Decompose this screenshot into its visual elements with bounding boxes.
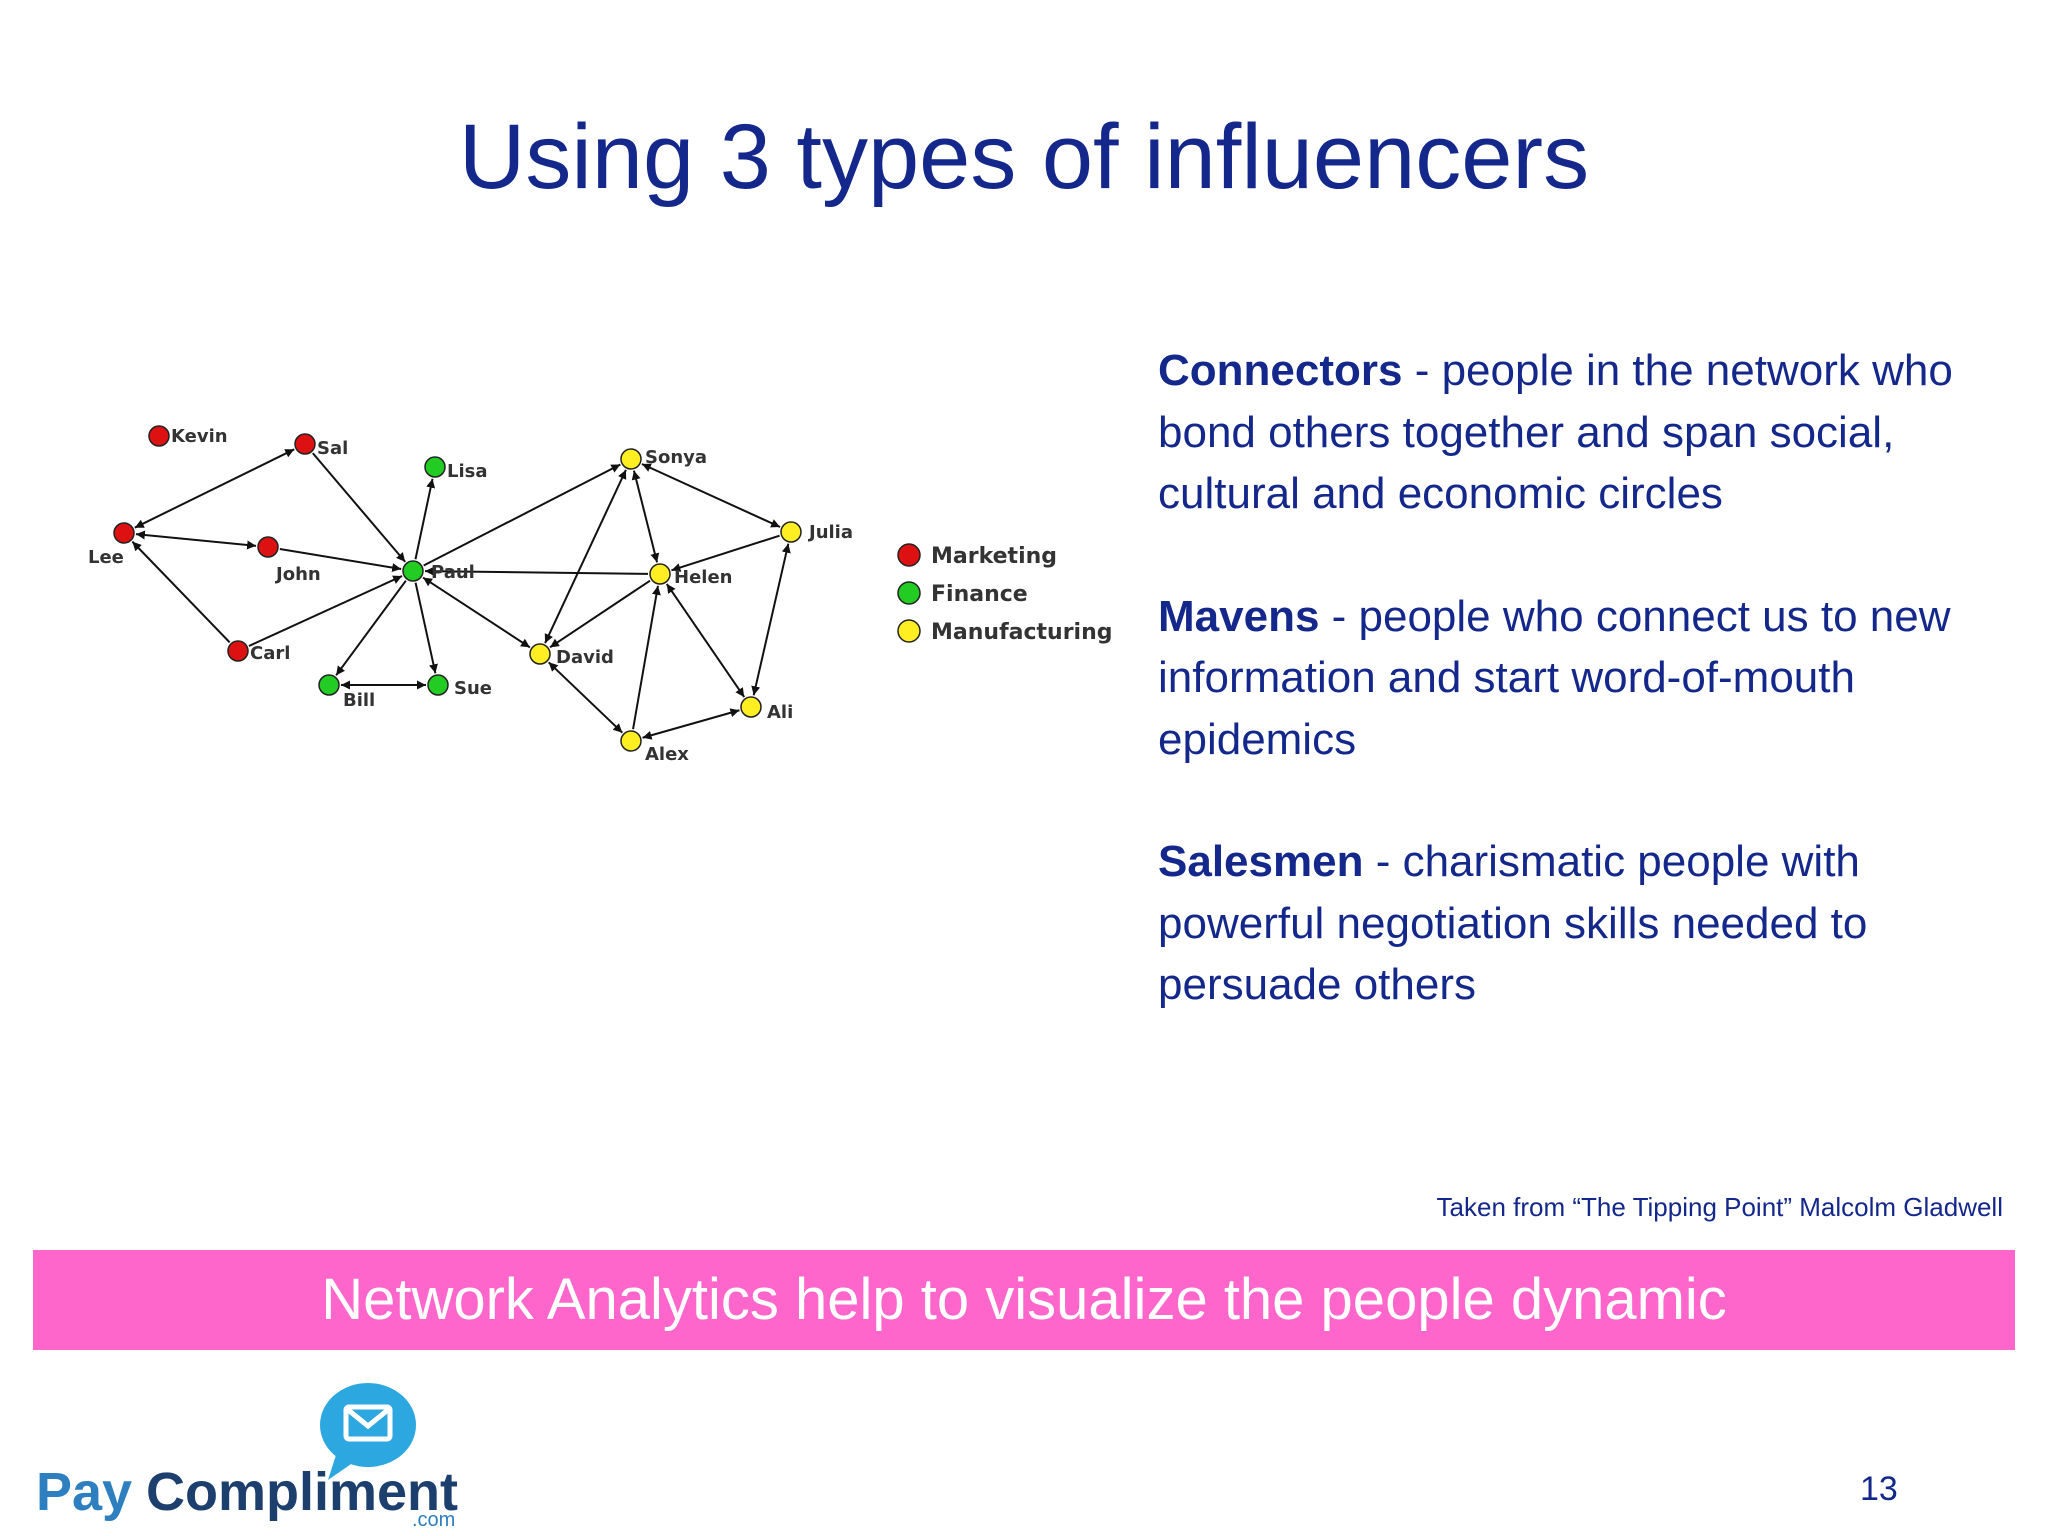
node-sal <box>294 433 316 455</box>
logo-compliment-text: Compliment <box>146 1462 458 1522</box>
node-label-helen: Helen <box>674 567 732 588</box>
slide-title: Using 3 types of influencers <box>458 106 1590 208</box>
connectors-term: Connectors <box>1158 346 1403 395</box>
salesmen-paragraph: Salesmen - charismatic people with power… <box>1158 831 1978 1016</box>
node-label-lee: Lee <box>88 547 124 568</box>
edge-lee-john <box>135 530 257 550</box>
edge-julia-ali <box>751 543 791 696</box>
paycompliment-logo: Pay Compliment .com <box>36 1383 458 1530</box>
edge-paul-lisa <box>414 478 436 560</box>
influencer-types: Connectors - people in the network who b… <box>1158 340 1978 1077</box>
node-carl <box>227 640 249 662</box>
edge-carl-paul <box>248 575 403 647</box>
edges-layer <box>131 448 791 740</box>
legend-swatch-marketing <box>897 543 921 567</box>
edge-lee-sal <box>134 448 295 529</box>
salesmen-description: - charismatic people with powerful negot… <box>1158 837 1868 1009</box>
node-label-paul: Paul <box>431 562 475 583</box>
node-label-bill: Bill <box>343 690 375 711</box>
node-label-carl: Carl <box>250 643 290 664</box>
node-david <box>529 643 551 665</box>
legend-label-manufacturing: Manufacturing <box>931 620 1113 645</box>
banner: Network Analytics help to visualize the … <box>33 1250 2015 1350</box>
node-paul <box>402 560 424 582</box>
page-number: 13 <box>1860 1470 1898 1508</box>
edge-helen-ali <box>665 583 746 698</box>
node-julia <box>780 521 802 543</box>
logo-pay-text: Pay <box>36 1462 132 1522</box>
edge-john-paul <box>279 547 402 573</box>
edge-julia-helen <box>671 534 780 572</box>
legend-label-finance: Finance <box>931 582 1028 607</box>
edge-david-paul <box>422 576 531 649</box>
node-label-lisa: Lisa <box>447 461 488 482</box>
node-alex <box>620 730 642 752</box>
envelope-bubble-icon <box>320 1383 416 1480</box>
edge-paul-bill <box>335 580 407 676</box>
edge-sal-paul <box>312 452 406 563</box>
edge-helen-david <box>549 579 651 649</box>
node-label-kevin: Kevin <box>171 426 228 447</box>
node-john <box>257 536 279 558</box>
edge-paul-sue <box>414 582 438 674</box>
edge-alex-ali <box>642 708 740 740</box>
node-lisa <box>424 456 446 478</box>
node-bill <box>318 674 340 696</box>
edge-david-alex <box>547 661 624 734</box>
mavens-term: Mavens <box>1158 591 1320 641</box>
mavens-paragraph: Mavens - people who connect us to new in… <box>1158 586 1978 771</box>
edge-sonya-helen <box>631 470 660 563</box>
node-sonya <box>620 448 642 470</box>
node-label-john: John <box>274 564 321 585</box>
edge-sonya-julia <box>641 463 781 528</box>
node-helen <box>649 563 671 585</box>
node-label-alex: Alex <box>645 744 689 765</box>
legend-label-marketing: Marketing <box>931 544 1057 569</box>
edge-alex-helen <box>632 585 661 730</box>
node-label-david: David <box>556 647 614 668</box>
legend-swatch-manufacturing <box>897 619 921 643</box>
node-lee <box>113 522 135 544</box>
logo-dotcom-text: .com <box>412 1509 455 1530</box>
mavens-description: - people who connect us to new informati… <box>1158 591 1951 764</box>
salesmen-term: Salesmen <box>1158 837 1364 886</box>
connectors-paragraph: Connectors - people in the network who b… <box>1158 340 1978 525</box>
node-label-ali: Ali <box>767 702 793 723</box>
legend-swatch-finance <box>897 581 921 605</box>
node-label-julia: Julia <box>807 522 853 543</box>
source-note: Taken from “The Tipping Point” Malcolm G… <box>1436 1192 2003 1222</box>
node-kevin <box>148 425 170 447</box>
node-ali <box>740 696 762 718</box>
connectors-description: - people in the network who bond others … <box>1158 346 1953 518</box>
edge-carl-lee <box>131 540 231 644</box>
edge-sonya-david <box>544 469 627 644</box>
node-sue <box>427 674 449 696</box>
node-label-sal: Sal <box>317 438 348 459</box>
node-label-sue: Sue <box>454 678 492 699</box>
node-label-sonya: Sonya <box>645 447 707 468</box>
